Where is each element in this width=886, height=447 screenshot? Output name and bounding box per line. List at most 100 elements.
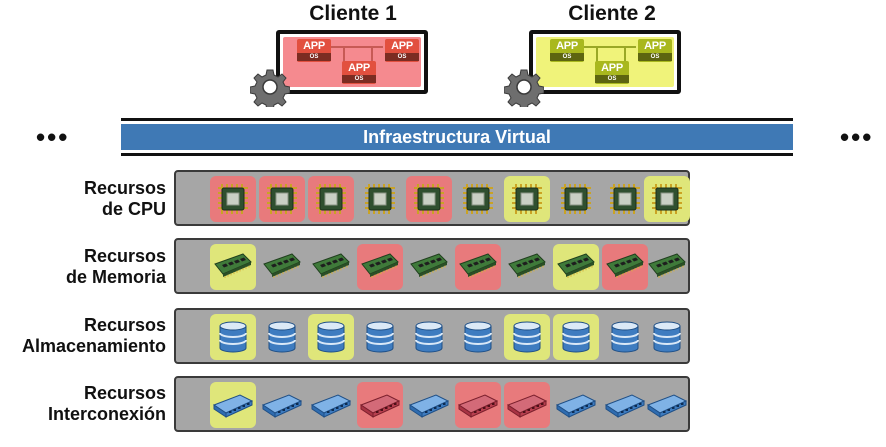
resource-cell: [259, 314, 305, 360]
resource-cell: [455, 176, 501, 222]
resource-cell: [210, 314, 256, 360]
resource-cell: [406, 314, 452, 360]
network-switch-icon: [604, 391, 646, 419]
memory-resources-panel: [174, 238, 690, 294]
database-disk-icon: [267, 320, 297, 354]
network-switch-icon: [408, 391, 450, 419]
cpu-chip-icon: [608, 182, 642, 216]
cpu-chip-icon: [650, 182, 684, 216]
resource-cell: [455, 382, 501, 428]
infra-top-line: [121, 118, 793, 121]
database-disk-icon: [512, 320, 542, 354]
resource-cell: [644, 314, 690, 360]
resource-cell: [259, 244, 305, 290]
resource-cell: [602, 176, 648, 222]
resource-cell: [357, 382, 403, 428]
app-link: [371, 47, 373, 69]
resource-cell: [406, 176, 452, 222]
infra-bottom-line: [121, 153, 793, 156]
memory-module-icon: [647, 252, 687, 282]
network-switch-icon: [212, 391, 254, 419]
memory-module-icon: [507, 252, 547, 282]
app-link: [624, 47, 626, 69]
memory-module-icon: [262, 252, 302, 282]
network-switch-icon: [310, 391, 352, 419]
memory-module-icon: [409, 252, 449, 282]
resource-cell: [553, 176, 599, 222]
cpu-resources-panel: [174, 170, 690, 226]
resource-cell: [259, 176, 305, 222]
memory-module-icon: [605, 252, 645, 282]
resource-cell: [210, 176, 256, 222]
resource-cell: [644, 176, 690, 222]
database-disk-icon: [365, 320, 395, 354]
database-disk-icon: [218, 320, 248, 354]
gear-icon: [250, 69, 290, 107]
storage-resources-panel: [174, 308, 690, 364]
resource-cell: [504, 244, 550, 290]
database-disk-icon: [414, 320, 444, 354]
resource-cell: [644, 244, 690, 290]
network-resources-panel: [174, 376, 690, 432]
memory-module-icon: [311, 252, 351, 282]
resource-cell: [455, 314, 501, 360]
cpu-chip-icon: [216, 182, 250, 216]
database-disk-icon: [561, 320, 591, 354]
client-2-title: Cliente 2: [568, 2, 656, 25]
resource-cell: [455, 244, 501, 290]
cpu-chip-icon: [412, 182, 446, 216]
memory-module-icon: [213, 252, 253, 282]
ellipsis-right: •••: [840, 122, 874, 152]
resource-cell: [308, 382, 354, 428]
cpu-chip-icon: [559, 182, 593, 216]
resource-cell: [357, 314, 403, 360]
resource-cell: [210, 382, 256, 428]
resource-cell: [308, 314, 354, 360]
database-disk-icon: [316, 320, 346, 354]
network-switch-icon: [646, 391, 688, 419]
database-disk-icon: [652, 320, 682, 354]
resource-cell: [308, 244, 354, 290]
resource-cell: [406, 244, 452, 290]
gear-icon: [504, 69, 544, 107]
resource-cell: [308, 176, 354, 222]
resource-cell: [259, 382, 305, 428]
resource-cell: [644, 382, 690, 428]
resource-cell: [602, 314, 648, 360]
cpu-chip-icon: [265, 182, 299, 216]
cpu-chip-icon: [314, 182, 348, 216]
resource-cell: [602, 244, 648, 290]
network-switch-icon: [457, 391, 499, 419]
database-disk-icon: [610, 320, 640, 354]
resource-cell: [504, 176, 550, 222]
memory-module-icon: [556, 252, 596, 282]
database-disk-icon: [463, 320, 493, 354]
resource-cell: [553, 314, 599, 360]
resource-cell: [602, 382, 648, 428]
network-switch-icon: [261, 391, 303, 419]
resource-cell: [406, 382, 452, 428]
memory-module-icon: [458, 252, 498, 282]
network-switch-icon: [506, 391, 548, 419]
cpu-chip-icon: [461, 182, 495, 216]
resource-cell: [357, 244, 403, 290]
app-link: [331, 46, 383, 48]
network-switch-icon: [359, 391, 401, 419]
cpu-chip-icon: [510, 182, 544, 216]
resource-cell: [504, 382, 550, 428]
app-link: [343, 47, 345, 69]
